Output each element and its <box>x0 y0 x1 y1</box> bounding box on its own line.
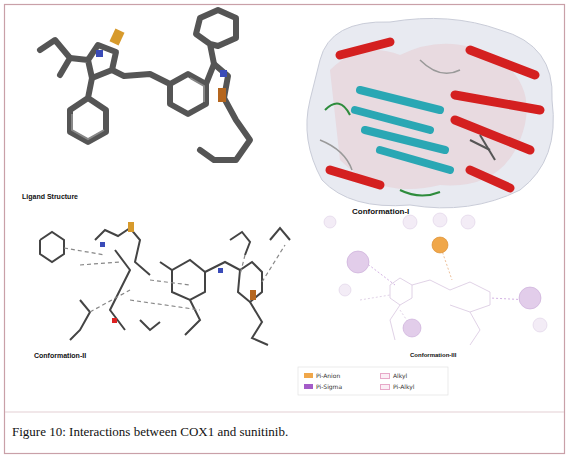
legend-swatch <box>304 384 313 389</box>
panel-label: Conformation-I <box>352 207 409 216</box>
legend-swatch <box>380 384 390 390</box>
ligand-sticks <box>40 10 250 160</box>
panel-label: Ligand Structure <box>22 193 78 200</box>
figure-caption: Figure 10: Interactions between COX1 and… <box>12 424 288 440</box>
interaction-3d <box>40 228 290 345</box>
panel-label: Conformation-III <box>410 352 456 358</box>
protein-surface <box>307 18 553 207</box>
legend-entry: Pi-Anion <box>304 372 340 379</box>
legend-swatch <box>304 373 313 378</box>
legend-entry: Pi-Sigma <box>304 383 342 390</box>
legend-text: Pi-Alkyl <box>393 383 414 390</box>
legend-text: Pi-Anion <box>316 372 340 379</box>
legend-entry: Alkyl <box>380 372 407 379</box>
panel-label: Conformation-II <box>34 352 86 359</box>
legend-swatch <box>380 373 390 379</box>
legend-entry: Pi-Alkyl <box>380 383 414 390</box>
legend-text: Alkyl <box>393 372 407 379</box>
interaction-2d <box>298 213 547 395</box>
legend-text: Pi-Sigma <box>316 383 342 390</box>
